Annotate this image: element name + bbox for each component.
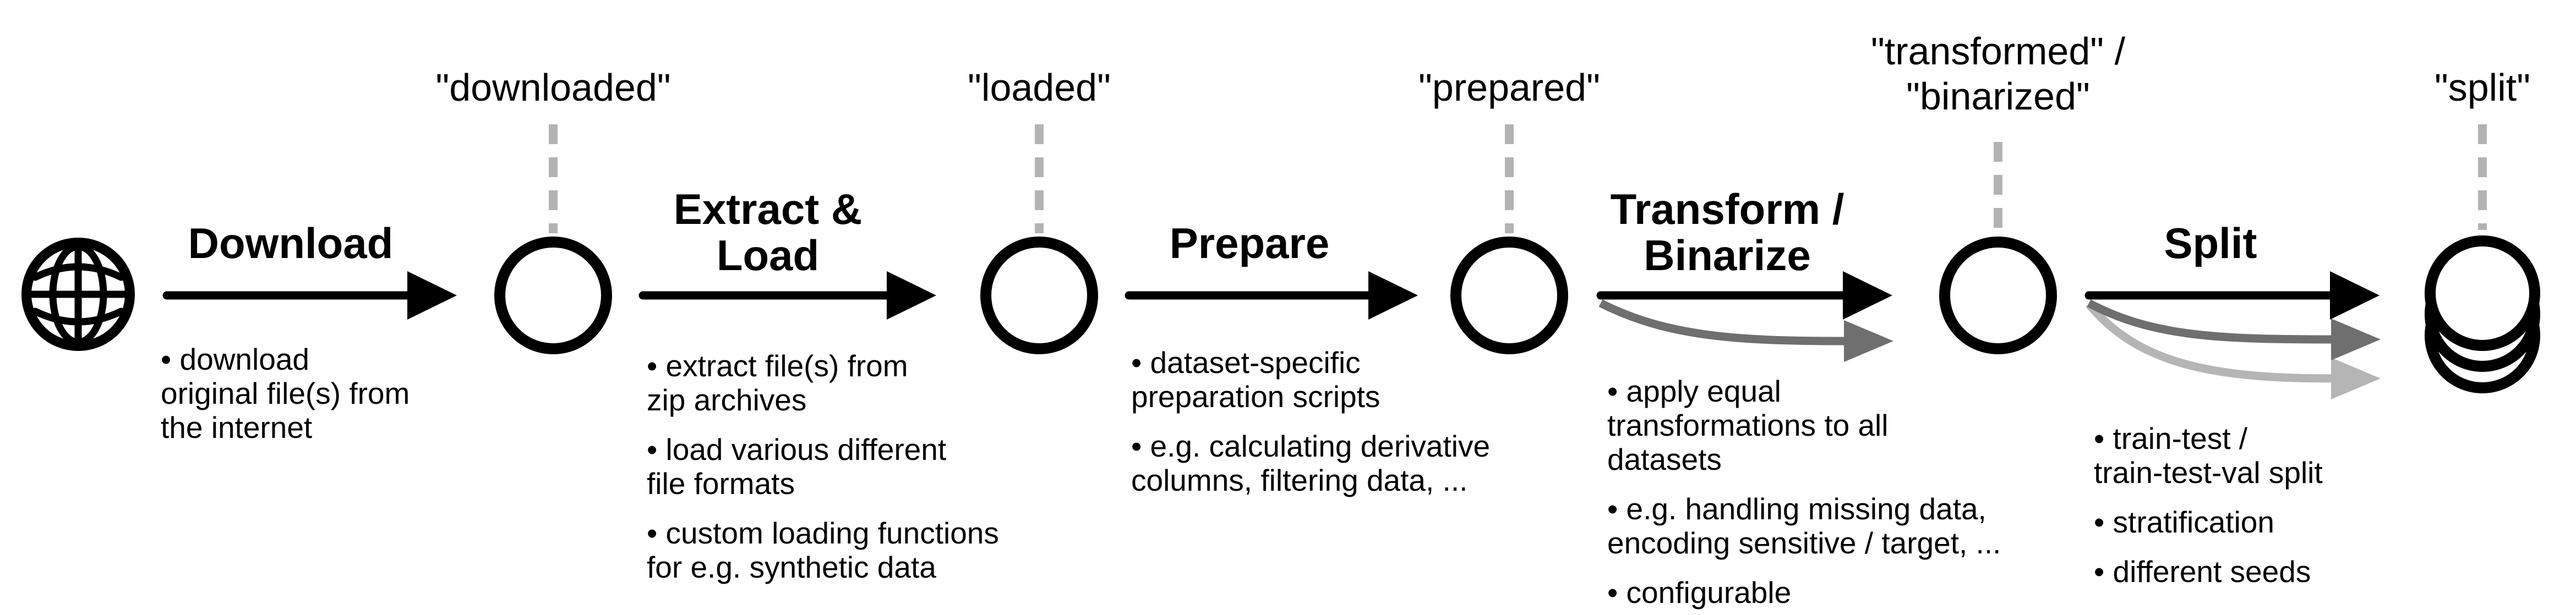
split-arrow-tertiary	[2086, 301, 2381, 399]
state-circle-transformed	[1939, 237, 2057, 354]
stage-heading-download: Download	[188, 219, 394, 267]
state-circle-loaded	[980, 237, 1098, 354]
bullet: • stratification	[2094, 505, 2274, 539]
stage-heading-extract-load: Extract & Load	[673, 185, 863, 279]
state-label-transformed-binarized: "transformed" / "binarized"	[1870, 30, 2126, 118]
bullet: • custom loading functions for e.g. synt…	[647, 516, 999, 584]
state-circle-prepared	[1450, 237, 1568, 354]
stage-heading-prepare: Prepare	[1169, 219, 1330, 267]
state-label-prepared: "prepared"	[1418, 66, 1600, 109]
prepare-notes: • dataset-specific preparation scripts •…	[1131, 345, 1490, 513]
state-label-split: "split"	[2434, 66, 2531, 109]
bullet: • different seeds	[2094, 554, 2311, 589]
bullet: • e.g. handling missing data, encoding s…	[1607, 492, 2001, 560]
prepare-arrow	[1125, 271, 1418, 320]
state-circle-downloaded	[494, 237, 612, 354]
extract-load-arrow	[638, 271, 936, 320]
stage-heading-split: Split	[2164, 219, 2257, 267]
bullet: • dataset-specific preparation scripts	[1131, 345, 1380, 414]
stacked-datasets-icon	[2425, 235, 2540, 393]
bullet: • apply equal transformations to all dat…	[1607, 374, 1889, 476]
state-label-downloaded: "downloaded"	[435, 66, 671, 109]
bullet: • load various different file formats	[647, 432, 947, 501]
transform-binarize-notes: • apply equal transformations to all dat…	[1607, 374, 2001, 615]
bullet: • download original file(s) from the int…	[161, 342, 410, 444]
state-label-loaded: "loaded"	[968, 66, 1111, 109]
download-arrow	[162, 271, 457, 320]
bullet: • train-test / train-test-val split	[2094, 421, 2323, 490]
globe-icon	[21, 238, 135, 351]
bullet: • extract file(s) from zip archives	[647, 349, 908, 417]
bullet: • configurable	[1607, 575, 1792, 609]
stage-heading-transform-binarize: Transform / Binarize	[1610, 185, 1844, 279]
transform-arrow-secondary	[1598, 299, 1893, 362]
transform-arrow-primary	[1596, 271, 1892, 320]
split-notes: • train-test / train-test-val split • st…	[2094, 421, 2323, 604]
extract-load-notes: • extract file(s) from zip archives • lo…	[647, 349, 999, 600]
split-arrow-primary	[2084, 271, 2379, 320]
download-notes: • download original file(s) from the int…	[161, 342, 410, 460]
split-arrow-secondary	[2087, 299, 2381, 360]
bullet: • e.g. calculating derivative columns, f…	[1131, 429, 1491, 497]
